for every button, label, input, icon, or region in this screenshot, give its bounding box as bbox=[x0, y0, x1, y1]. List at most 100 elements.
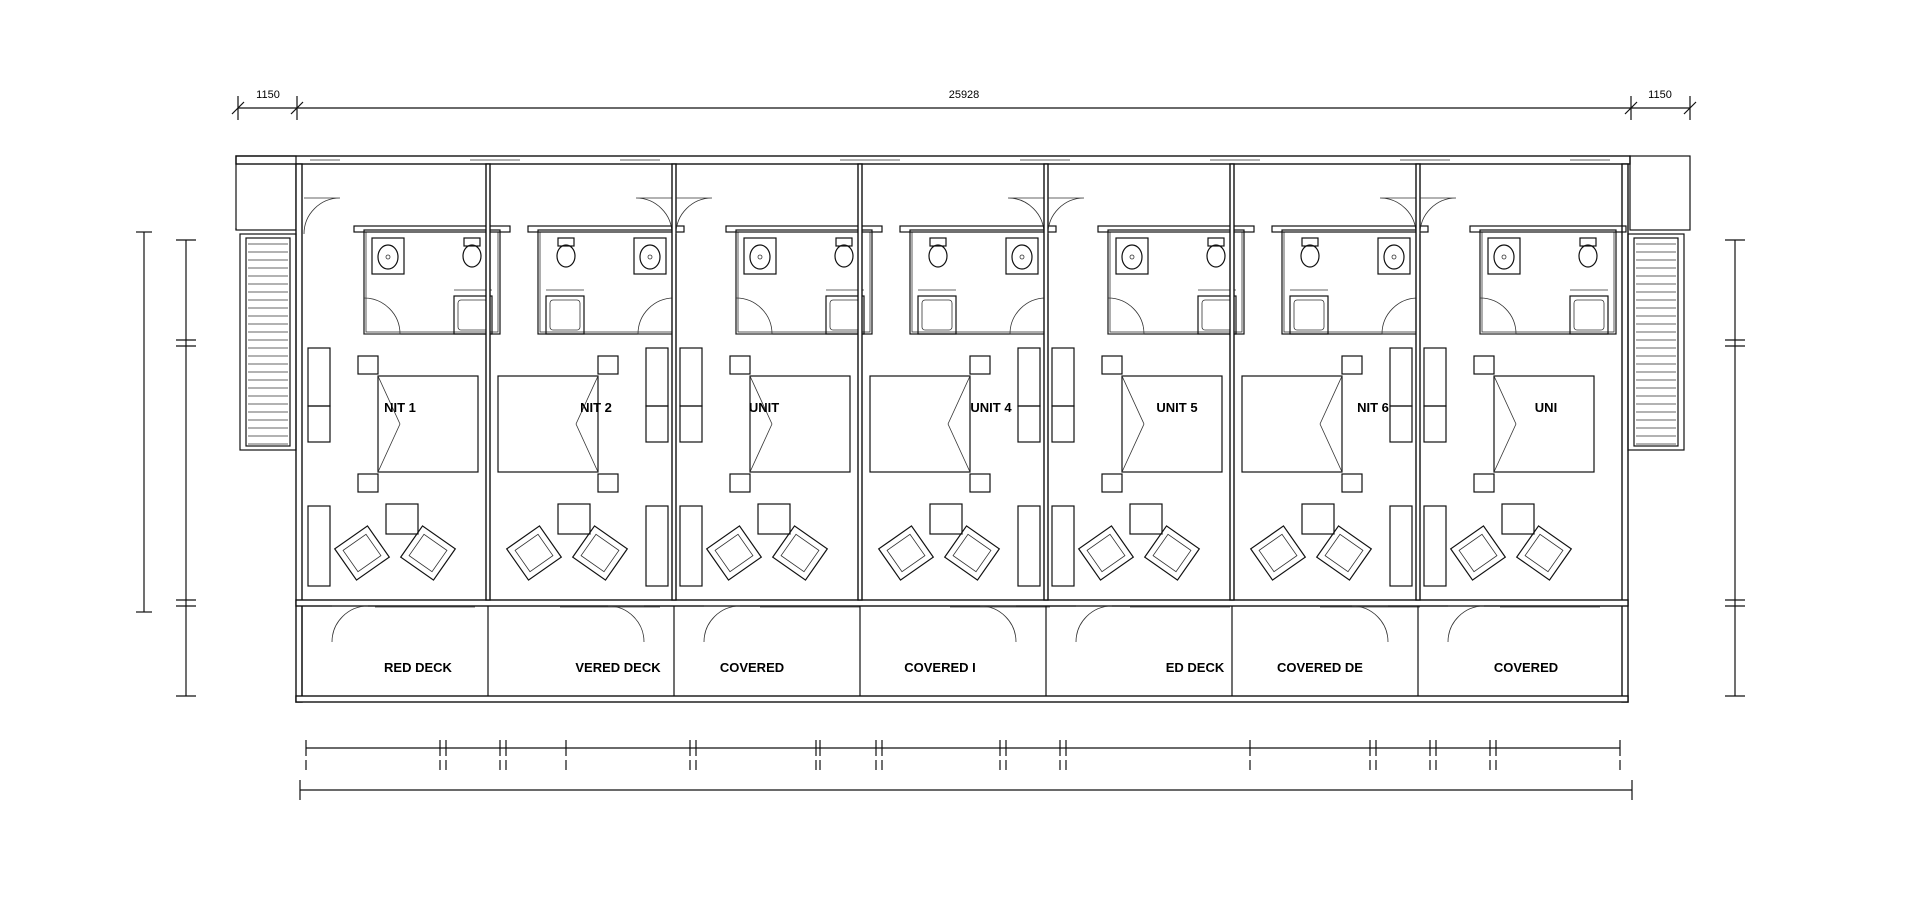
luggage-rack bbox=[645, 405, 669, 443]
luggage-rack bbox=[1423, 405, 1447, 443]
unit-1 bbox=[301, 197, 511, 696]
armchair-icon bbox=[705, 525, 763, 581]
deck-door bbox=[607, 605, 645, 643]
shower-icon bbox=[1569, 295, 1609, 335]
armchair-icon bbox=[505, 525, 563, 581]
armchair-icon bbox=[1143, 525, 1201, 581]
ensuite-door bbox=[1479, 297, 1517, 335]
armchair-icon bbox=[1515, 525, 1573, 581]
coffee-table bbox=[1129, 503, 1163, 535]
king-table bbox=[1389, 505, 1413, 587]
unit-label-5: UNIT 5 bbox=[1156, 400, 1197, 415]
deck-door bbox=[1075, 605, 1113, 643]
armchair-icon bbox=[943, 525, 1001, 581]
ensuite bbox=[1107, 229, 1245, 335]
coffee-table bbox=[757, 503, 791, 535]
party-wall bbox=[671, 163, 677, 601]
deck-label-1: RED DECK bbox=[384, 660, 453, 675]
armchair-icon bbox=[333, 525, 391, 581]
ensuite bbox=[1479, 229, 1617, 335]
coffee-table bbox=[557, 503, 591, 535]
bedside-table bbox=[1101, 355, 1123, 375]
deck-label-5: ED DECK bbox=[1166, 660, 1225, 675]
dim-total-label: 25928 bbox=[949, 89, 980, 101]
wardrobe bbox=[645, 347, 669, 407]
king-table bbox=[307, 505, 331, 587]
bedside-table bbox=[597, 473, 619, 493]
luggage-rack bbox=[1017, 405, 1041, 443]
unit-label-7: UNI bbox=[1535, 400, 1557, 415]
bed-icon bbox=[749, 375, 851, 473]
armchair-icon bbox=[1249, 525, 1307, 581]
luggage-rack bbox=[307, 405, 331, 443]
entry-door bbox=[635, 197, 673, 235]
ensuite-door bbox=[1107, 297, 1145, 335]
toilet-icon bbox=[1300, 244, 1320, 268]
king-table bbox=[1017, 505, 1041, 587]
wardrobe bbox=[307, 347, 331, 407]
toilet-icon bbox=[1578, 244, 1598, 268]
bedside-table bbox=[597, 355, 619, 375]
shower-icon bbox=[1289, 295, 1329, 335]
bedside-table bbox=[969, 473, 991, 493]
bed-icon bbox=[1493, 375, 1595, 473]
deck-label-6: COVERED DE bbox=[1277, 660, 1363, 675]
basin-icon bbox=[639, 244, 661, 270]
deck-label-4: COVERED I bbox=[904, 660, 976, 675]
stair-right bbox=[1627, 233, 1685, 451]
party-wall bbox=[1043, 163, 1049, 601]
unit-4 bbox=[857, 163, 1057, 696]
king-table bbox=[1051, 505, 1075, 587]
armchair-icon bbox=[1449, 525, 1507, 581]
ensuite bbox=[735, 229, 873, 335]
ensuite-door bbox=[363, 297, 401, 335]
dim-right-label: 1150 bbox=[1648, 89, 1672, 101]
unit-label-6: NIT 6 bbox=[1357, 400, 1389, 415]
wardrobe bbox=[1389, 347, 1413, 407]
deck-label-7: COVERED bbox=[1494, 660, 1558, 675]
ensuite-door bbox=[1009, 297, 1047, 335]
basin-icon bbox=[1121, 244, 1143, 270]
deck-door bbox=[703, 605, 741, 643]
deck-label-2: VERED DECK bbox=[575, 660, 661, 675]
basin-icon bbox=[377, 244, 399, 270]
bedside-table bbox=[1101, 473, 1123, 493]
bed-icon bbox=[377, 375, 479, 473]
toilet-icon bbox=[1206, 244, 1226, 268]
unit-label-4: UNIT 4 bbox=[970, 400, 1012, 415]
shower-icon bbox=[825, 295, 865, 335]
king-table bbox=[645, 505, 669, 587]
unit-label-3: UNIT bbox=[749, 400, 779, 415]
entry-door bbox=[1007, 197, 1045, 235]
left-dimensions bbox=[136, 231, 196, 697]
bedside-table bbox=[1473, 473, 1495, 493]
bed-icon bbox=[497, 375, 599, 473]
toilet-icon bbox=[928, 244, 948, 268]
bedside-table bbox=[729, 473, 751, 493]
bedside-table bbox=[1473, 355, 1495, 375]
bedside-table bbox=[357, 355, 379, 375]
toilet-icon bbox=[834, 244, 854, 268]
top-dimension: 1150 25928 1150 bbox=[231, 89, 1697, 120]
dim-left-label: 1150 bbox=[256, 89, 280, 101]
ensuite-door bbox=[735, 297, 773, 335]
wardrobe bbox=[1423, 347, 1447, 407]
entry-door bbox=[675, 197, 713, 235]
unit-3 bbox=[671, 163, 883, 696]
party-wall bbox=[485, 163, 491, 601]
bed-icon bbox=[869, 375, 971, 473]
king-table bbox=[1423, 505, 1447, 587]
bedside-table bbox=[969, 355, 991, 375]
shower-icon bbox=[545, 295, 585, 335]
armchair-icon bbox=[399, 525, 457, 581]
deck-door bbox=[1447, 605, 1485, 643]
king-table bbox=[679, 505, 703, 587]
toilet-icon bbox=[556, 244, 576, 268]
deck-label-3: COVERED bbox=[720, 660, 784, 675]
right-dimensions bbox=[1725, 239, 1745, 697]
ensuite-door bbox=[637, 297, 675, 335]
deck-labels: RED DECK VERED DECK COVERED COVERED I ED… bbox=[384, 660, 1558, 675]
luggage-rack bbox=[1389, 405, 1413, 443]
armchair-icon bbox=[771, 525, 829, 581]
